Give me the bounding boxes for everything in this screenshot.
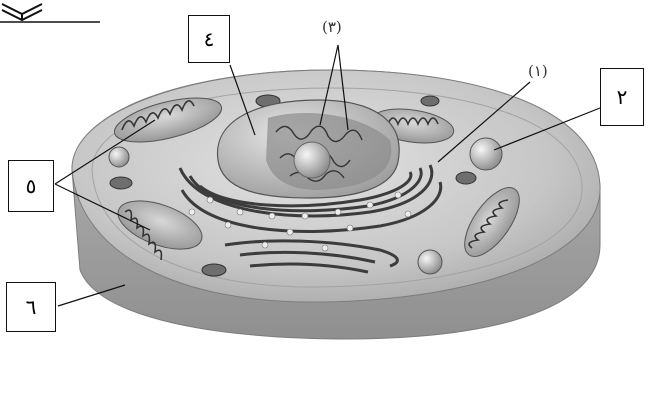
label-6: ٦ [26,295,37,319]
label-1: (١) [528,62,548,80]
nucleolus [294,142,330,178]
label-4: ٤ [204,27,215,51]
label-5-box: ٥ [8,160,54,212]
label-5: ٥ [26,174,37,198]
label-2: ٢ [617,85,628,109]
nucleus [218,100,400,198]
label-6-box: ٦ [6,282,56,332]
label-3: (٣) [322,18,342,36]
label-2-box: ٢ [600,68,644,126]
label-4-box: ٤ [188,15,230,63]
book-icon [0,4,100,22]
